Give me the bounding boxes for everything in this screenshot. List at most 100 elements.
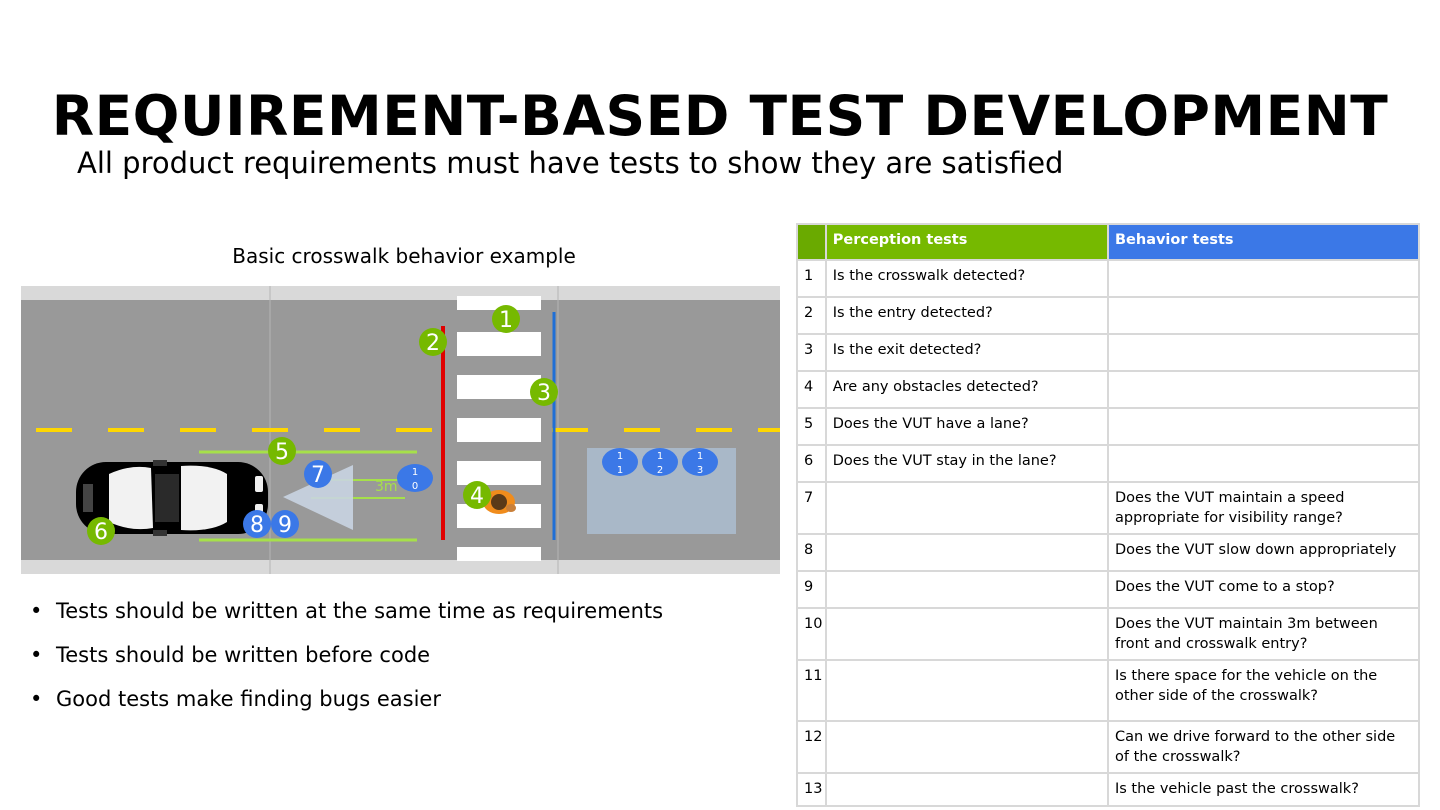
svg-text:3: 3: [537, 381, 551, 406]
behavior-cell: [1106, 296, 1421, 335]
lane-center-dashes: [36, 428, 780, 432]
row-number-cell: 10: [796, 607, 827, 661]
svg-text:5: 5: [275, 440, 289, 465]
perception-cell: Are any obstacles detected?: [824, 370, 1109, 409]
perception-cell: Does the VUT have a lane?: [824, 407, 1109, 446]
behavior-cell: Is there space for the vehicle on the ot…: [1106, 659, 1421, 722]
marker-9: 9: [271, 510, 299, 538]
vehicle-under-test: [76, 460, 268, 536]
perception-cell: [824, 659, 1109, 722]
svg-text:1: 1: [617, 465, 623, 476]
perception-cell: Is the entry detected?: [824, 296, 1109, 335]
marker-2: 2: [419, 328, 447, 356]
marker-4: 4: [463, 481, 491, 509]
svg-text:4: 4: [470, 484, 484, 509]
svg-text:6: 6: [94, 520, 108, 545]
perception-cell: Is the exit detected?: [824, 333, 1109, 372]
row-number-cell: 12: [796, 720, 827, 774]
slide-subtitle: All product requirements must have tests…: [77, 146, 1064, 180]
header-number: [796, 223, 827, 261]
table-header-row: Perception tests Behavior tests: [796, 223, 1421, 261]
perception-cell: [824, 570, 1109, 609]
table-row: 7 Does the VUT maintain a speed appropria…: [796, 481, 1421, 535]
behavior-cell: Does the VUT maintain 3m between front a…: [1106, 607, 1421, 661]
slide-title: REQUIREMENT-BASED TEST DEVELOPMENT: [51, 84, 1389, 148]
header-perception: Perception tests: [824, 223, 1109, 261]
row-number-cell: 1: [796, 259, 827, 298]
svg-text:1: 1: [657, 451, 663, 462]
perception-cell: [824, 481, 1109, 535]
row-number-cell: 3: [796, 333, 827, 372]
marker-5: 5: [268, 437, 296, 465]
crosswalk-stripes: [457, 296, 541, 561]
svg-text:9: 9: [278, 513, 292, 538]
table-row: 8 Does the VUT slow down appropriately: [796, 533, 1421, 572]
perception-cell: [824, 607, 1109, 661]
svg-text:1: 1: [412, 467, 418, 478]
behavior-cell: [1106, 444, 1421, 483]
svg-text:2: 2: [426, 331, 440, 356]
visibility-cone: [283, 465, 353, 530]
row-number-cell: 8: [796, 533, 827, 572]
bullet-item: Tests should be written before code: [30, 641, 663, 685]
row-number-cell: 4: [796, 370, 827, 409]
row-number-cell: 6: [796, 444, 827, 483]
row-number-cell: 9: [796, 570, 827, 609]
svg-text:1: 1: [499, 308, 513, 333]
bullet-item: Good tests make finding bugs easier: [30, 685, 663, 729]
svg-text:2: 2: [657, 465, 663, 476]
behavior-cell: Is the vehicle past the crosswalk?: [1106, 772, 1421, 807]
behavior-cell: Does the VUT maintain a speed appropriat…: [1106, 481, 1421, 535]
table-row: 12 Can we drive forward to the other side…: [796, 720, 1421, 774]
header-behavior: Behavior tests: [1106, 223, 1421, 261]
pedestrian-obstacle: [482, 490, 516, 514]
table-row: 9 Does the VUT come to a stop?: [796, 570, 1421, 609]
table-row: 13 Is the vehicle past the crosswalk?: [796, 772, 1421, 807]
behavior-cell: [1106, 407, 1421, 446]
svg-text:1: 1: [697, 451, 703, 462]
svg-text:0: 0: [412, 481, 418, 492]
perception-cell: [824, 772, 1109, 807]
marker-12: 1 2: [642, 448, 678, 476]
behavior-cell: [1106, 370, 1421, 409]
marker-13: 1 3: [682, 448, 718, 476]
diagram-caption: Basic crosswalk behavior example: [232, 244, 576, 268]
marker-8: 8: [243, 510, 271, 538]
row-number-cell: 2: [796, 296, 827, 335]
table-row: 10 Does the VUT maintain 3m between front…: [796, 607, 1421, 661]
svg-text:3: 3: [697, 465, 703, 476]
marker-1: 1: [492, 305, 520, 333]
row-number-cell: 13: [796, 772, 827, 807]
marker-7: 7: [304, 460, 332, 488]
crosswalk-diagram: 3m 1 2 3 4 5 6: [21, 286, 780, 574]
bullet-list: Tests should be written at the same time…: [30, 597, 663, 729]
row-number-cell: 7: [796, 481, 827, 535]
svg-text:1: 1: [617, 451, 623, 462]
perception-cell: [824, 533, 1109, 572]
distance-label: 3m: [375, 479, 398, 495]
row-number-cell: 11: [796, 659, 827, 722]
perception-cell: [824, 720, 1109, 774]
perception-cell: Does the VUT stay in the lane?: [824, 444, 1109, 483]
behavior-cell: Does the VUT slow down appropriately: [1106, 533, 1421, 572]
svg-text:8: 8: [250, 513, 264, 538]
marker-3: 3: [530, 378, 558, 406]
behavior-cell: Does the VUT come to a stop?: [1106, 570, 1421, 609]
bullet-item: Tests should be written at the same time…: [30, 597, 663, 641]
behavior-cell: [1106, 333, 1421, 372]
behavior-cell: [1106, 259, 1421, 298]
svg-text:7: 7: [311, 463, 325, 488]
perception-cell: Is the crosswalk detected?: [824, 259, 1109, 298]
marker-6: 6: [87, 517, 115, 545]
row-number-cell: 5: [796, 407, 827, 446]
behavior-cell: Can we drive forward to the other side o…: [1106, 720, 1421, 774]
marker-11: 1 1: [602, 448, 638, 476]
table-row: 11 Is there space for the vehicle on the …: [796, 659, 1421, 722]
